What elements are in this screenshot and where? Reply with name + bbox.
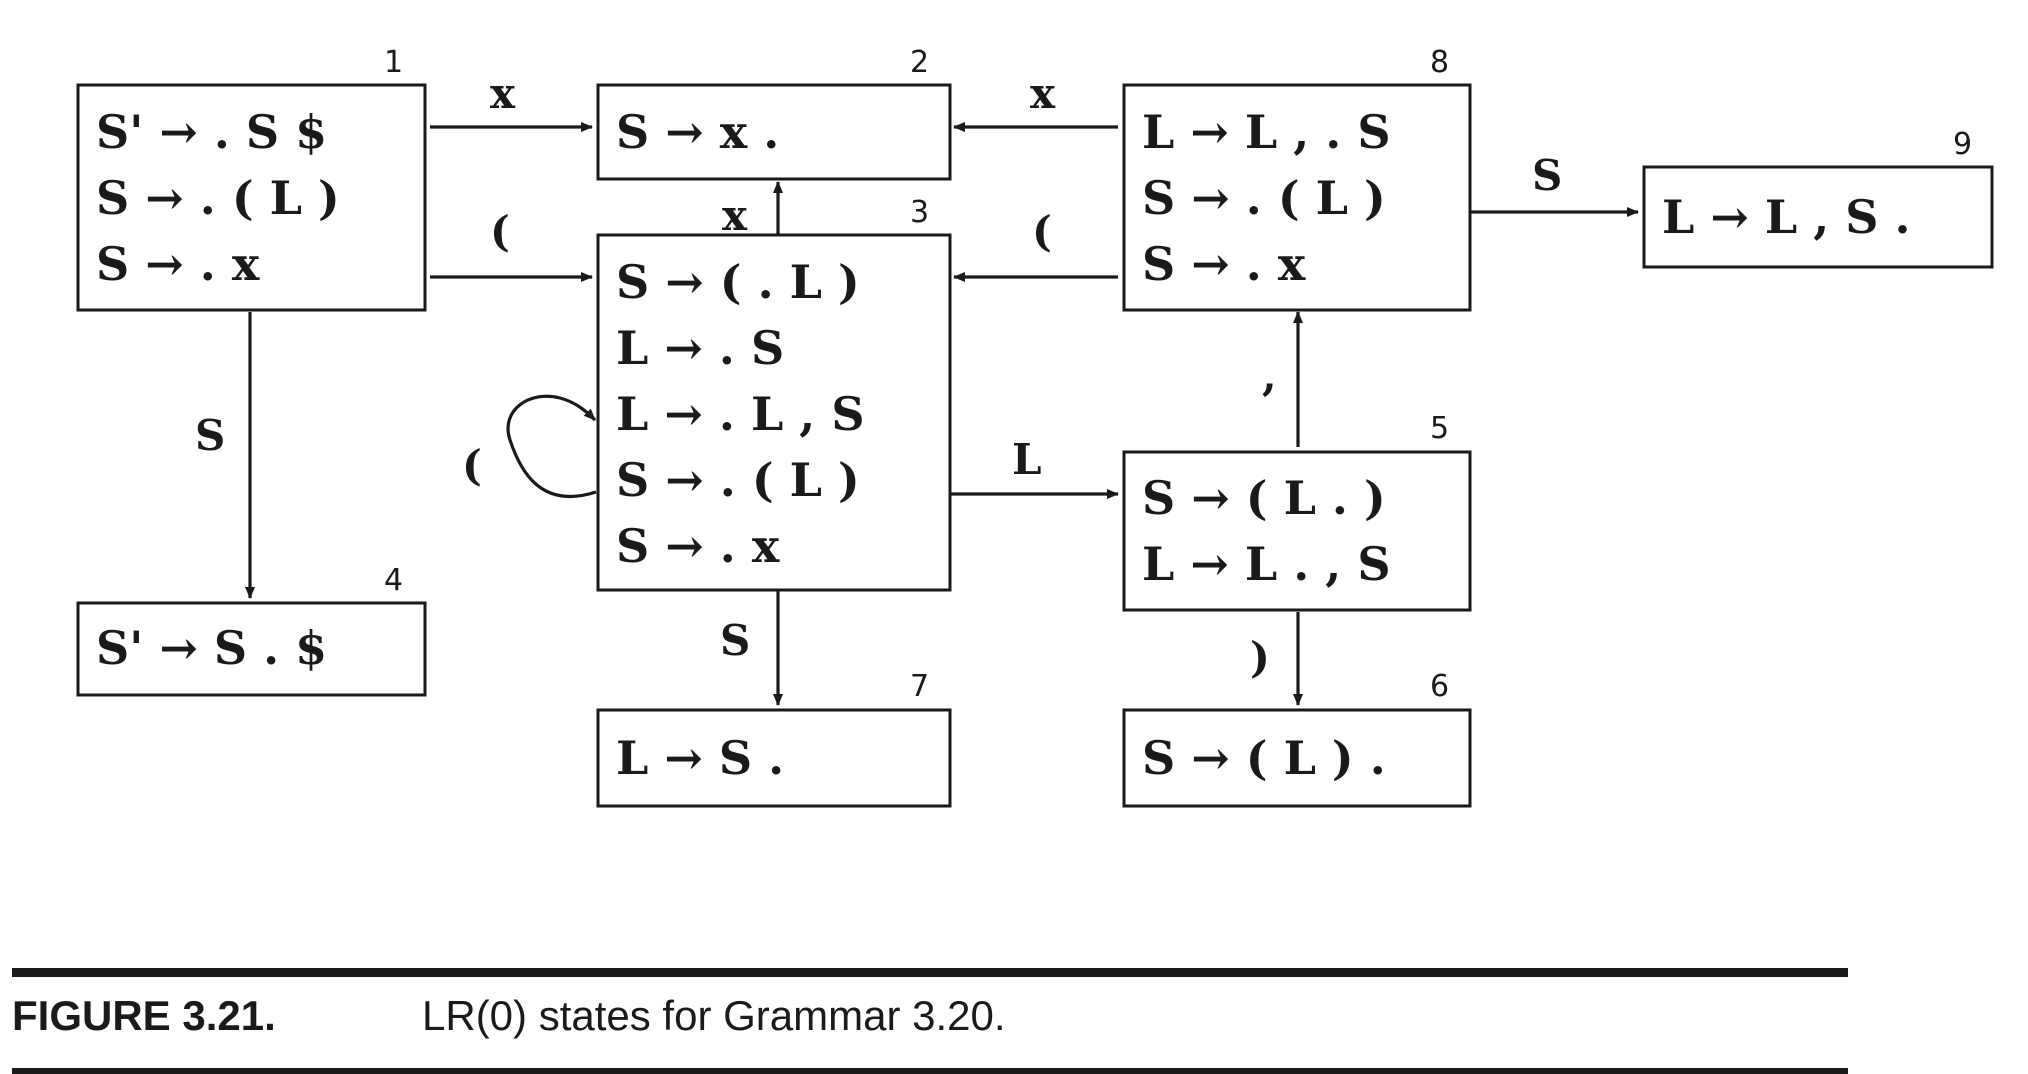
caption-top-rule	[12, 968, 1848, 977]
state-9: 9 L → L , S .	[1642, 127, 1994, 269]
edge-label-1-4: S	[195, 411, 225, 460]
state-3: 3 S → ( . L ) L → . S L → . L , S S → . …	[596, 195, 952, 592]
edge-label-1-2: x	[490, 69, 516, 118]
edge-label-5-6: )	[1250, 633, 1270, 682]
edge-label-3-3: (	[462, 441, 482, 490]
state-number: 2	[910, 45, 929, 80]
lr-item: S → . x	[1142, 237, 1306, 291]
lr-item: S → . ( L )	[1142, 171, 1386, 225]
state-6: 6 S → ( L ) .	[1122, 669, 1472, 808]
state-number: 1	[384, 45, 403, 80]
lr-item: L → L , . S	[1142, 105, 1391, 159]
lr-item: L → S .	[616, 731, 784, 785]
figure-caption: FIGURE 3.21. LR(0) states for Grammar 3.2…	[12, 992, 1006, 1040]
figure-label: FIGURE 3.21.	[12, 992, 276, 1039]
caption-text: LR(0) states for Grammar 3.20.	[422, 992, 1006, 1039]
edge-3-3-loop	[506, 394, 597, 499]
lr-item: S → . x	[96, 237, 260, 291]
state-2: 2 S → x .	[596, 45, 952, 181]
state-number: 6	[1430, 669, 1449, 704]
lr-item: S' → S . $	[96, 621, 327, 675]
state-4: 4 S' → S . $	[76, 563, 427, 697]
lr-item: S → x .	[616, 105, 779, 159]
lr-item: S' → . S $	[96, 105, 327, 159]
state-1: 1 S' → . S $ S → . ( L ) S → . x	[76, 45, 427, 312]
state-number: 9	[1953, 127, 1972, 162]
lr0-state-diagram: x ( S x ( L S ) , x ( S 1 S' → . S $ S →…	[76, 45, 1994, 808]
lr-item: S → ( L . )	[1142, 471, 1386, 525]
lr-item: S → . ( L )	[96, 171, 340, 225]
state-number: 7	[910, 669, 929, 704]
caption-bottom-rule	[12, 1068, 1848, 1074]
state-number: 4	[384, 563, 403, 598]
edge-label-8-3: (	[1032, 207, 1052, 256]
edge-label-1-3: (	[490, 207, 510, 256]
state-7: 7 L → S .	[596, 669, 952, 808]
state-8: 8 L → L , . S S → . ( L ) S → . x	[1122, 45, 1472, 312]
edges	[245, 122, 1639, 706]
state-number: 8	[1430, 45, 1449, 80]
lr-item: S → ( . L )	[616, 255, 860, 309]
lr-item: S → ( L ) .	[1142, 731, 1386, 785]
edge-label-3-5: L	[1012, 435, 1042, 484]
edge-label-8-9: S	[1532, 151, 1562, 200]
state-number: 3	[910, 195, 929, 230]
lr-item: S → . x	[616, 519, 780, 573]
lr-item: L → . S	[616, 321, 784, 375]
edge-label-5-8: ,	[1262, 351, 1277, 400]
edge-label-8-2: x	[1030, 69, 1056, 118]
state-5: 5 S → ( L . ) L → L . , S	[1122, 411, 1472, 612]
lr-item: L → . L , S	[616, 387, 865, 441]
edge-label-3-7: S	[720, 616, 750, 665]
lr-item: L → L . , S	[1142, 537, 1391, 591]
edge-labels: x ( S x ( L S ) , x ( S	[195, 69, 1562, 682]
edge-label-3-2: x	[722, 191, 748, 240]
state-number: 5	[1430, 411, 1449, 446]
lr-item: S → . ( L )	[616, 453, 860, 507]
lr-item: L → L , S .	[1662, 190, 1911, 244]
